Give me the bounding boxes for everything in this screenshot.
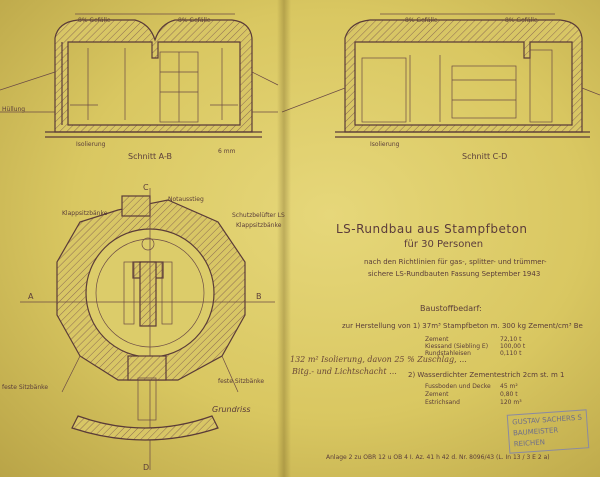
slope-dim-cd-right: 8% Gefälle — [505, 17, 538, 24]
materials-item-1: zur Herstellung von 1) 37m³ Stampfbeton … — [342, 322, 583, 330]
material-cement-2-value: 0,80 t — [500, 391, 518, 398]
sheet-title: LS-Rundbau aus Stampfbeton — [336, 222, 528, 236]
plan-label-fixed-right: feste Sitzbänke — [218, 378, 265, 385]
handwritten-note-1: 132 m² Isolierung, davon 25 % Zuschlag, … — [290, 355, 467, 364]
plan-label-ventilator: Schutzbelüfter LS — [232, 212, 285, 219]
slope-dim-left: 8% Gefälle — [78, 17, 111, 24]
fill-label: Hüllung — [2, 106, 26, 113]
material-estrich: Estrichsand — [425, 399, 460, 406]
material-floor: Fussboden und Decke — [425, 383, 491, 390]
materials-heading: Baustoffbedarf: — [420, 304, 482, 313]
guideline-line-1: nach den Richtlinien für gas-, splitter-… — [364, 258, 547, 266]
material-steel: Rundstahleisen — [425, 350, 471, 357]
material-cement-value: 72,10 t — [500, 336, 522, 343]
insulation-label: Isolierung — [76, 141, 106, 148]
material-sand: Kiessand (Siebling E) — [425, 343, 489, 350]
floor-plan-drawing — [20, 188, 275, 470]
material-floor-value: 45 m² — [500, 383, 518, 390]
slope-dim-cd-left: 8% Gefälle — [405, 17, 438, 24]
guideline-line-2: sichere LS-Rundbauten Fassung September … — [368, 270, 541, 278]
axis-d: D — [143, 463, 150, 472]
material-cement-2: Zement — [425, 391, 449, 398]
dim-6mm: 6 mm — [218, 148, 236, 155]
sheet-subtitle: für 30 Personen — [404, 239, 484, 250]
insulation-cd-label: Isolierung — [370, 141, 400, 148]
plan-label-fixed-left: feste Sitzbänke — [2, 384, 49, 391]
footer-reference: Anlage 2 zu OBR 12 u OB 4 I. Az. 41 h 42… — [326, 454, 550, 461]
section-ab-drawing — [0, 13, 279, 138]
slope-dim-right: 8% Gefälle — [178, 17, 211, 24]
axis-c: C — [143, 183, 149, 192]
plan-title: Grundriss — [212, 405, 251, 414]
handwritten-note-2: Bitg.- und Lichtschacht ... — [292, 367, 397, 376]
materials-item-2: 2) Wasserdichter Zementestrich 2cm st. m… — [408, 371, 565, 379]
section-cd-label: Schnitt C-D — [462, 152, 508, 161]
material-steel-value: 0,110 t — [500, 350, 522, 357]
material-estrich-value: 120 m³ — [500, 399, 522, 406]
plan-label-hatch: Notausstieg — [168, 196, 204, 203]
axis-a: A — [28, 292, 34, 301]
company-stamp: GUSTAV SACHERS S BAUMEISTER REICHEN — [506, 409, 590, 454]
axis-b: B — [256, 292, 262, 301]
material-cement: Zement — [425, 336, 449, 343]
material-sand-value: 100,00 t — [500, 343, 526, 350]
plan-label-bench-right: Klappsitzbänke — [236, 222, 282, 229]
section-cd-drawing — [281, 13, 600, 138]
section-ab-label: Schnitt A-B — [128, 152, 173, 161]
plan-label-bench-top: Klappsitzbänke — [62, 210, 108, 217]
